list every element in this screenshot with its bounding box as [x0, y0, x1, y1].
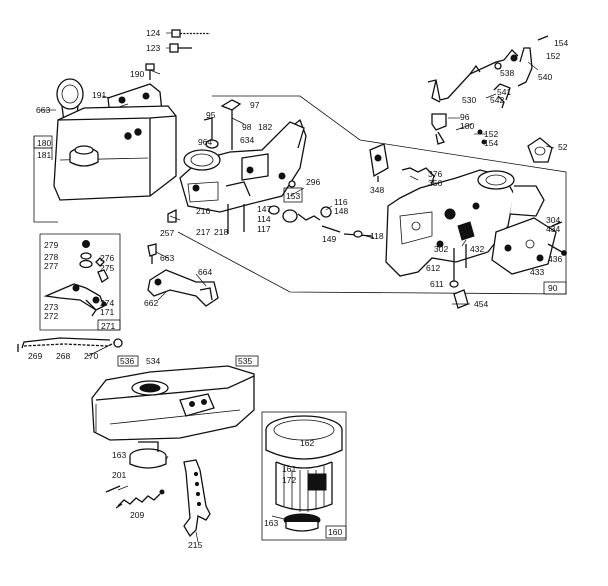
label-664: 664	[198, 267, 212, 277]
throttle-link-group	[147, 243, 219, 307]
label-163-left: 163	[112, 450, 126, 460]
label-432: 432	[470, 244, 484, 254]
label-180: 180	[37, 138, 51, 148]
label-201: 201	[112, 470, 126, 480]
label-663-gauge: 663	[36, 105, 50, 115]
label-154-right: 154	[484, 138, 498, 148]
label-269: 269	[28, 351, 42, 361]
label-118: 118	[370, 231, 384, 241]
label-90: 90	[548, 283, 558, 293]
label-296: 296	[306, 177, 320, 187]
label-356: 356	[428, 178, 442, 188]
label-268: 268	[56, 351, 70, 361]
label-180-right: 180	[460, 121, 474, 131]
label-530: 530	[462, 95, 476, 105]
control-parts-group	[39, 233, 121, 331]
carb-frame	[177, 95, 567, 295]
label-153: 153	[286, 191, 300, 201]
label-162: 162	[300, 438, 314, 448]
label-274: 274	[100, 298, 114, 308]
label-662: 662	[144, 298, 158, 308]
label-147: 147	[257, 204, 271, 214]
label-663-link: 663	[160, 253, 174, 263]
label-257: 257	[160, 228, 174, 238]
fuel-tank-body	[53, 105, 177, 201]
label-171: 171	[100, 307, 114, 317]
label-277: 277	[44, 261, 58, 271]
label-148: 148	[334, 206, 348, 216]
fuel-tank-group	[33, 29, 210, 223]
label-218: 218	[214, 227, 228, 237]
label-161: 161	[282, 464, 296, 474]
screw-123	[169, 43, 192, 53]
label-96: 96	[460, 112, 470, 122]
label-273: 273	[44, 302, 58, 312]
label-534: 534	[146, 356, 160, 366]
label-190: 190	[130, 69, 144, 79]
label-98: 98	[242, 122, 252, 132]
label-52: 52	[558, 142, 568, 152]
label-124: 124	[146, 28, 160, 38]
label-209: 209	[130, 510, 144, 520]
label-117: 117	[257, 224, 271, 234]
label-116: 116	[334, 197, 348, 207]
label-149: 149	[322, 234, 336, 244]
air-cleaner-group	[91, 355, 259, 469]
label-634: 634	[240, 135, 254, 145]
label-612: 612	[426, 263, 440, 273]
label-540: 540	[538, 72, 552, 82]
label-538: 538	[500, 68, 514, 78]
label-215: 215	[188, 540, 202, 550]
label-191: 191	[92, 90, 106, 100]
label-172: 172	[282, 475, 296, 485]
carburetor-group	[167, 95, 567, 295]
label-454: 454	[474, 299, 488, 309]
label-216: 216	[196, 206, 210, 216]
label-433: 433	[530, 267, 544, 277]
label-154-top: 154	[554, 38, 568, 48]
label-271: 271	[101, 321, 115, 331]
part-labels: 124 123 190 191 663 180 181 95 97 98 182…	[28, 28, 568, 550]
label-97: 97	[250, 100, 260, 110]
label-182: 182	[258, 122, 272, 132]
leader-lines	[40, 32, 561, 543]
carb-parts-right	[369, 143, 567, 309]
label-536: 536	[120, 356, 134, 366]
label-152-top: 152	[546, 51, 560, 61]
label-302: 302	[434, 244, 448, 254]
label-541: 541	[497, 87, 511, 97]
label-95: 95	[206, 110, 216, 120]
tank-frame	[33, 136, 58, 223]
governor-linkage-group	[427, 35, 553, 163]
label-304: 304	[546, 215, 560, 225]
spring-201-209	[105, 485, 165, 509]
label-114: 114	[257, 214, 271, 224]
label-181: 181	[37, 150, 51, 160]
label-217: 217	[196, 227, 210, 237]
label-123: 123	[146, 43, 160, 53]
label-436: 436	[548, 254, 562, 264]
cable-assembly	[17, 337, 123, 352]
label-152-right: 152	[484, 129, 498, 139]
label-964: 964	[198, 137, 212, 147]
label-270: 270	[84, 351, 98, 361]
label-434: 434	[546, 224, 560, 234]
label-276: 276	[100, 253, 114, 263]
air-filter-group	[261, 411, 347, 541]
label-535: 535	[238, 356, 252, 366]
label-160: 160	[328, 527, 342, 537]
label-348: 348	[370, 185, 384, 195]
label-275: 275	[100, 263, 114, 273]
label-611: 611	[430, 279, 444, 289]
label-376: 376	[428, 169, 442, 179]
screw-124	[171, 29, 210, 38]
label-542: 542	[490, 95, 504, 105]
label-163-right: 163	[264, 518, 278, 528]
label-278: 278	[44, 252, 58, 262]
label-272: 272	[44, 311, 58, 321]
lever-215	[183, 459, 211, 538]
screw-190	[145, 63, 155, 80]
label-279: 279	[44, 240, 58, 250]
